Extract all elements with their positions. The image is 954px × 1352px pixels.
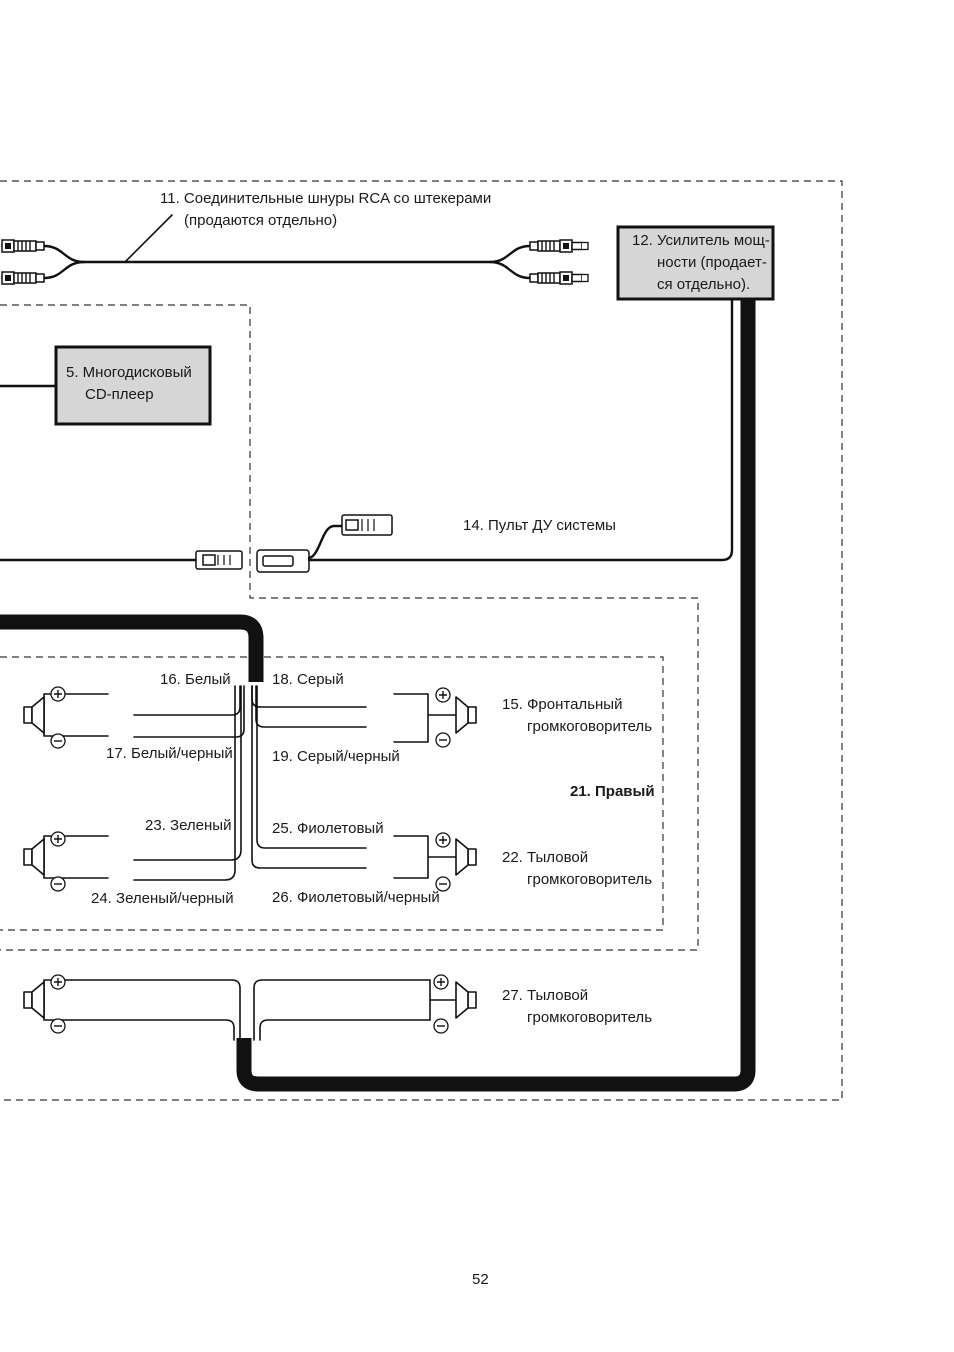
- front-wires: [133, 685, 367, 881]
- minus-icon: [50, 1018, 66, 1034]
- minus-icon: [433, 1018, 449, 1034]
- speaker-icon-rear-left: [23, 838, 45, 876]
- rear-speaker-2-label-line1: 27. Тыловой: [502, 987, 588, 1004]
- minus-icon: [50, 876, 66, 892]
- rca-label-line1: 11. Соединительные шнуры RCA со штекерам…: [160, 190, 491, 207]
- minus-icon: [435, 732, 451, 748]
- wire-label-gray-black: 19. Серый/черный: [272, 748, 400, 765]
- speaker-icon-front-right: [455, 696, 477, 734]
- outer-dashed-border: [0, 180, 843, 1101]
- amplifier-box: [616, 225, 775, 301]
- rear-speaker-2-label-line2: громкоговоритель: [527, 1009, 652, 1026]
- wire-label-green-black: 24. Зеленый/черный: [91, 890, 234, 907]
- wire-label-violet: 25. Фиолетовый: [272, 820, 384, 837]
- wire-label-green: 23. Зеленый: [145, 817, 231, 834]
- cd-changer-dashed-area: [0, 304, 699, 951]
- wire-label-gray: 18. Серый: [272, 671, 344, 688]
- plus-icon: [435, 687, 451, 703]
- page-number: 52: [472, 1271, 489, 1288]
- speaker-icon-subwoofer-left: [23, 981, 45, 1019]
- right-side-label: 21. Правый: [570, 783, 655, 800]
- speaker-icon-front-left: [23, 696, 45, 734]
- speaker-icon-rear-right: [455, 838, 477, 876]
- remote-control-wiring: [0, 297, 734, 573]
- plus-icon: [50, 686, 66, 702]
- plus-icon: [50, 974, 66, 990]
- rear-speaker-label-line2: громкоговоритель: [527, 871, 652, 888]
- plus-icon: [433, 974, 449, 990]
- rca-label-line2: (продаются отдельно): [184, 212, 337, 229]
- amplifier-label-line3: ся отдельно).: [657, 276, 750, 293]
- amplifier-output-cable: [236, 299, 756, 1092]
- wire-label-violet-black: 26. Фиолетовый/черный: [272, 889, 440, 906]
- speaker-harness-cable: [0, 614, 264, 682]
- front-speaker-label-line1: 15. Фронтальный: [502, 696, 622, 713]
- front-speaker-label-line2: громкоговоритель: [527, 718, 652, 735]
- plus-icon: [50, 831, 66, 847]
- minus-icon: [50, 733, 66, 749]
- rca-cables: [1, 214, 589, 285]
- speaker-icon-subwoofer-right: [455, 981, 477, 1019]
- cd-changer-label-line2: CD-плеер: [85, 386, 154, 403]
- amplifier-label-line1: 12. Усилитель мощ-: [632, 232, 770, 249]
- right-speakers-wiring: [393, 693, 457, 1021]
- rear-wires-bottom: [71, 979, 431, 1041]
- wire-label-white: 16. Белый: [160, 671, 231, 688]
- rear-speaker-label-line1: 22. Тыловой: [502, 849, 588, 866]
- plus-icon: [435, 832, 451, 848]
- amplifier-label-line2: ности (продает-: [657, 254, 767, 271]
- cd-changer-label-line1: 5. Многодисковый: [66, 364, 192, 381]
- remote-label: 14. Пульт ДУ системы: [463, 517, 616, 534]
- wire-label-white-black: 17. Белый/черный: [106, 745, 233, 762]
- cd-changer-box: [54, 345, 212, 426]
